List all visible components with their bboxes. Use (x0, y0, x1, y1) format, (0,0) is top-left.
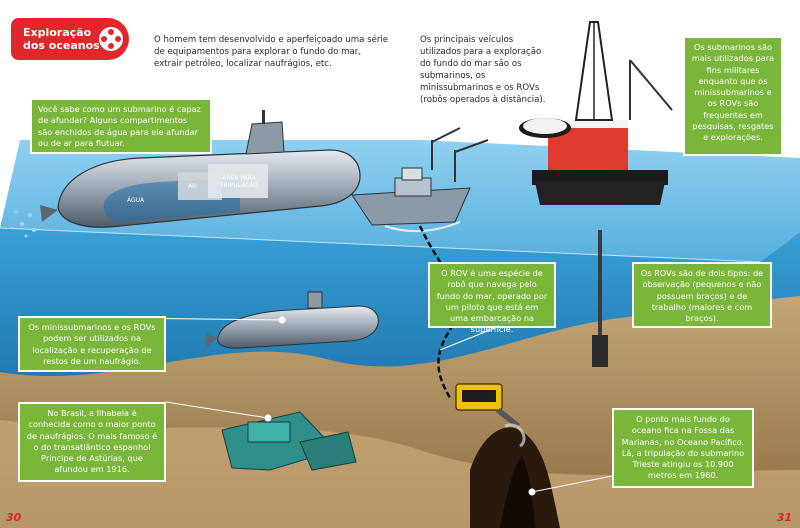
label-crew-area: ÁREA PARA TRIPULAÇÃO (219, 175, 258, 189)
callout-submarine-sink: Você sabe como um submarino é capaz de a… (30, 98, 212, 154)
shipwreck (221, 411, 357, 471)
page-number-left: 30 (6, 511, 22, 524)
support-ship (351, 167, 471, 233)
cranes (431, 127, 489, 182)
mini-submarine (206, 291, 379, 349)
callout-minisub: Os minissubmarinos e os ROVs podem ser u… (18, 316, 166, 372)
intro-left: O homem tem desenvolvido e aperfeiçoado … (154, 35, 389, 69)
rov-robot (455, 383, 526, 448)
section-tag: Exploração dos oceanos (11, 18, 129, 60)
film-reel-icon (99, 27, 123, 51)
callout-rov-types: Os ROVs são de dois tipos: de observação… (632, 262, 772, 328)
callout-trench: O ponto mais fundo do oceano fica na Fos… (612, 408, 754, 488)
label-water: ÁGUA (127, 197, 145, 204)
page-number-right: 31 (776, 511, 792, 524)
callout-rov: O ROV é uma espécie de robô que navega p… (428, 262, 556, 334)
label-air: AR (188, 183, 197, 190)
section-tag-line2: dos oceanos (23, 39, 100, 52)
section-tag-line1: Exploração (23, 26, 92, 39)
callout-military: Os submarinos são mais utilizados para f… (683, 36, 783, 156)
cutaway-submarine (40, 110, 361, 228)
water-spray (10, 210, 36, 238)
intro-right: Os principais veículos utilizados para a… (420, 35, 546, 105)
callout-ilhabela: No Brasil, a Ilhabela é conhecida como o… (18, 402, 166, 482)
oil-platform (519, 21, 673, 367)
